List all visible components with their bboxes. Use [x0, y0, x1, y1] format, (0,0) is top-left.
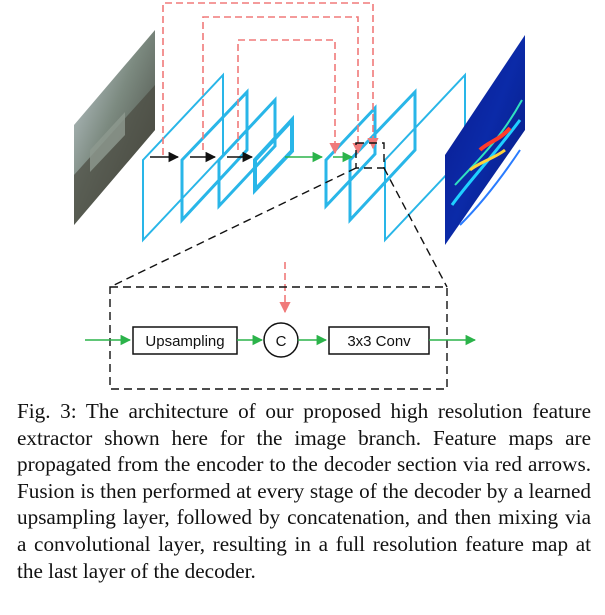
zoom-indicator — [109, 142, 448, 390]
concat-label: C — [276, 333, 287, 350]
encoder-map-4 — [253, 114, 294, 196]
conv-block — [328, 326, 430, 355]
caption-text: The architecture of our proposed high re… — [17, 399, 591, 583]
architecture-diagram: Upsampling C 3x3 Conv — [74, 2, 525, 390]
upsampling-block — [132, 326, 238, 355]
conv-label: 3x3 Conv — [347, 333, 411, 350]
input-image — [74, 30, 155, 225]
encoder-map-3 — [217, 96, 277, 210]
decoder-map-2 — [348, 88, 417, 224]
caption-label: Fig. 3: — [17, 399, 77, 423]
encoder-feature-maps — [142, 72, 294, 243]
encoder-map-2 — [180, 88, 249, 224]
fusion-block: Upsampling C 3x3 Conv — [85, 322, 477, 358]
upsampling-label: Upsampling — [145, 333, 224, 350]
output-heatmap — [445, 35, 525, 245]
figure-caption: Fig. 3: The architecture of our proposed… — [17, 398, 591, 584]
fusion-detail-box — [109, 286, 448, 390]
